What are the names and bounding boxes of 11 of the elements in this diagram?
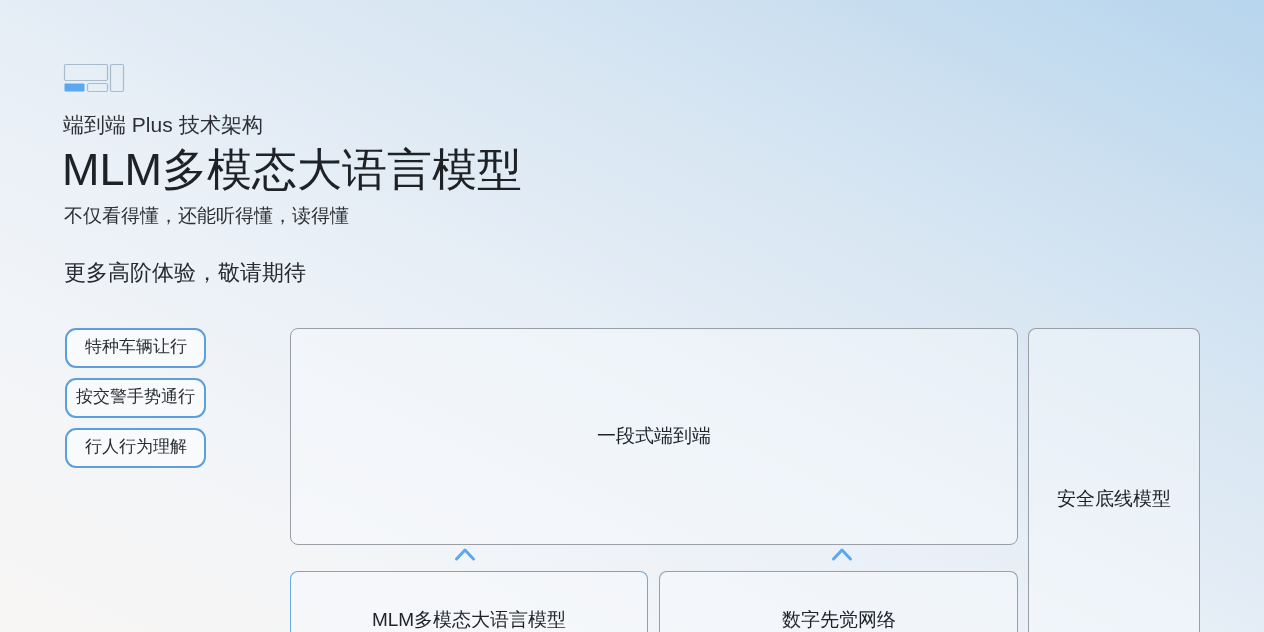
note-text: 更多高阶体验，敬请期待 xyxy=(64,259,306,287)
pill-tag: 特种车辆让行 xyxy=(65,328,206,368)
module-box: 数字先觉网络 xyxy=(659,571,1018,632)
module-box: MLM多模态大语言模型 xyxy=(290,571,648,632)
module-box: 安全底线模型 xyxy=(1028,328,1200,632)
eyebrow-heading: 端到端 Plus 技术架构 xyxy=(63,112,263,138)
module-box: 一段式端到端 xyxy=(290,328,1018,545)
tagline: 不仅看得懂，还能听得懂，读得懂 xyxy=(64,204,349,228)
pill-tag: 按交警手势通行 xyxy=(65,378,206,418)
title: MLM多模态大语言模型 xyxy=(62,143,522,197)
pill-tag: 行人行为理解 xyxy=(65,428,206,468)
